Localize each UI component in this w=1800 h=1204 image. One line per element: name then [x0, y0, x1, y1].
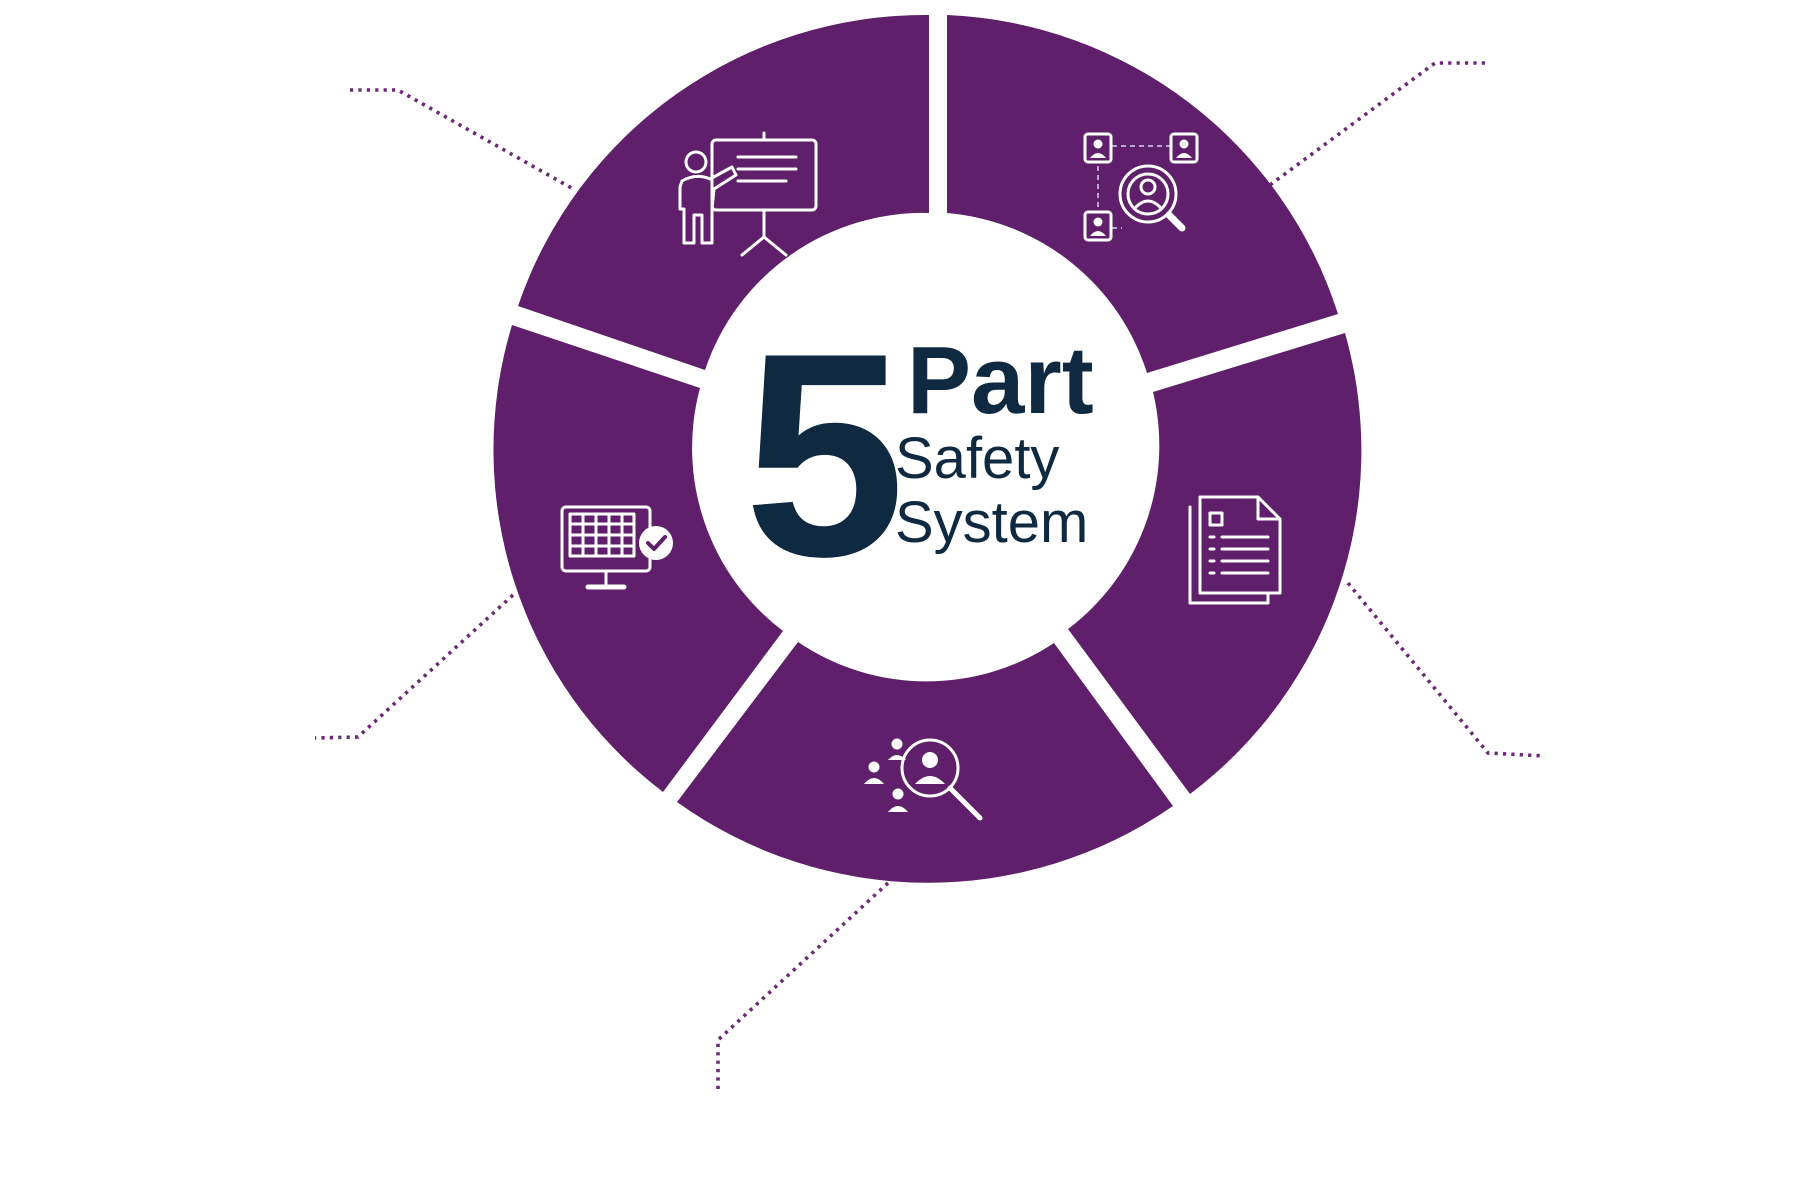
title-part: Part: [907, 327, 1094, 434]
leader-line-left: [314, 593, 515, 740]
title-safety: Safety: [895, 426, 1059, 491]
segment-top-right[interactable]: [947, 15, 1338, 373]
title-system: System: [895, 490, 1088, 555]
title-number: 5: [744, 293, 905, 617]
leader-lines: [314, 61, 1546, 1090]
leader-line-right: [1346, 581, 1546, 758]
leader-line-top-left: [350, 88, 576, 192]
segment-right[interactable]: [1068, 333, 1362, 794]
presentation-training-icon: [678, 131, 818, 257]
center-title: 5 Part Safety System: [744, 293, 1094, 617]
monitor-spreadsheet-check-icon: [560, 505, 673, 590]
candidate-network-search-icon: [1083, 132, 1199, 242]
leader-line-bottom: [716, 881, 890, 1090]
people-search-icon: [864, 738, 983, 821]
leader-line-top-right: [1268, 61, 1485, 187]
segment-left[interactable]: [493, 325, 783, 792]
document-pages-icon: [1188, 495, 1282, 605]
segment-top-left[interactable]: [518, 14, 929, 370]
donut-ring: [493, 14, 1362, 883]
